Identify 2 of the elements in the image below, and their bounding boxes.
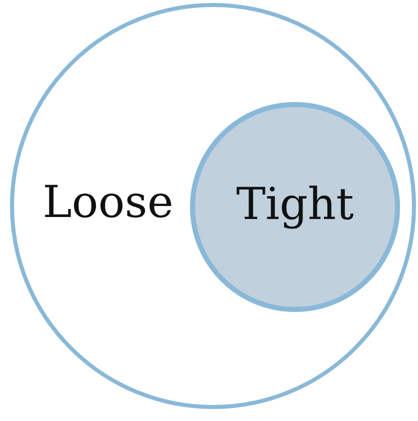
region-label: Loose bbox=[42, 181, 174, 225]
region-label: Tight bbox=[236, 183, 354, 227]
